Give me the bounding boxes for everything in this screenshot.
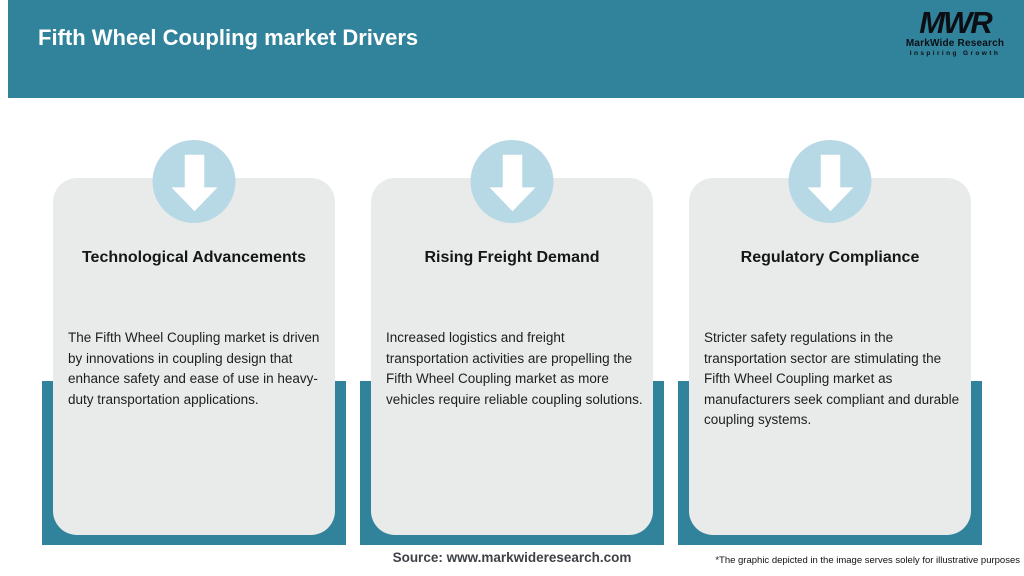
icon-circle — [788, 140, 872, 223]
logo-acronym: MWR — [919, 5, 992, 40]
logo-name: MarkWide Research — [905, 38, 1005, 49]
card-body: Increased logistics and freight transpor… — [386, 330, 643, 407]
down-arrow-icon — [171, 154, 217, 212]
card-body: The Fifth Wheel Coupling market is drive… — [68, 330, 320, 407]
source-text: Source: www.markwideresearch.com — [392, 550, 632, 565]
driver-card-2: Rising Freight Demand Increased logistic… — [371, 178, 653, 535]
card-title: Rising Freight Demand — [424, 249, 600, 266]
driver-card-3: Regulatory Compliance Stricter safety re… — [689, 178, 971, 535]
page-title: Fifth Wheel Coupling market Drivers — [38, 25, 419, 50]
driver-column-3: Regulatory Compliance Stricter safety re… — [678, 140, 982, 545]
icon-circle — [470, 140, 554, 223]
drivers-row: Technological Advancements The Fifth Whe… — [42, 140, 982, 545]
down-arrow-icon — [489, 154, 535, 212]
logo-tagline: Inspiring Growth — [909, 50, 1001, 57]
header-bar: Fifth Wheel Coupling market Drivers MWR … — [8, 0, 1024, 98]
driver-card-1: Technological Advancements The Fifth Whe… — [53, 178, 335, 535]
disclaimer-text: *The graphic depicted in the image serve… — [715, 555, 1020, 566]
brand-logo: MWR MarkWide Research Inspiring Growth — [900, 5, 1010, 57]
driver-column-1: Technological Advancements The Fifth Whe… — [42, 140, 346, 545]
card-title: Regulatory Compliance — [740, 249, 920, 266]
card-title: Technological Advancements — [81, 249, 307, 266]
card-body: Stricter safety regulations in the trans… — [704, 330, 960, 427]
driver-column-2: Rising Freight Demand Increased logistic… — [360, 140, 664, 545]
icon-circle — [152, 140, 236, 223]
down-arrow-icon — [807, 154, 853, 212]
